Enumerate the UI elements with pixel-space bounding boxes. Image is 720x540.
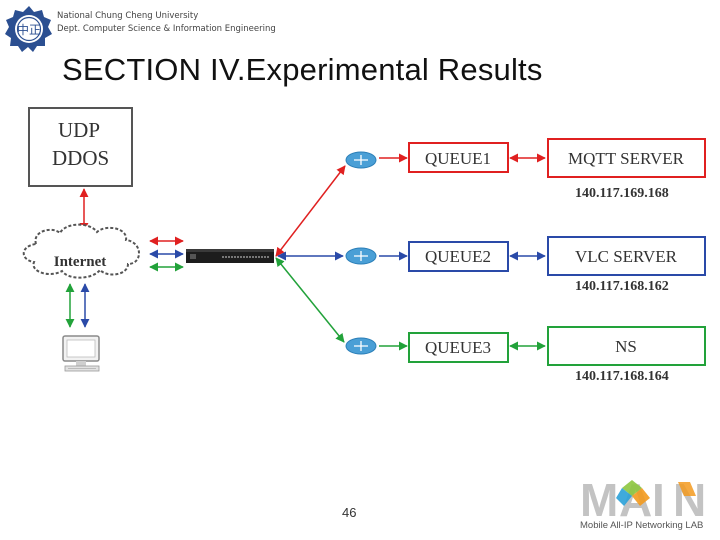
server1-label: MQTT SERVER: [568, 149, 685, 168]
page-title: SECTION IV.Experimental Results: [62, 52, 543, 87]
network-switch-icon: [186, 249, 274, 263]
router3-icon: [345, 337, 377, 355]
server1-ip: 140.117.169.168: [575, 186, 669, 201]
university-emblem: 中正: [5, 6, 52, 52]
queue1-label: QUEUE1: [425, 149, 491, 168]
switch-router3-link: [275, 257, 345, 343]
queue3-box: [408, 332, 509, 363]
attacker-box: [28, 107, 133, 187]
server2-ip: 140.117.168.162: [575, 279, 669, 294]
page-number: 46: [342, 505, 357, 520]
internet-label: Internet: [54, 254, 107, 270]
server3-box: [547, 326, 706, 366]
attacker-line1: UDP: [58, 118, 100, 142]
queue2-box: [408, 241, 509, 272]
network-diagram: UDP DDOS Internet: [22, 107, 706, 384]
router1-icon: [345, 151, 377, 169]
server3-ip: 140.117.168.164: [575, 369, 669, 384]
router2-icon: [345, 247, 377, 265]
internet-cloud: Internet: [22, 223, 140, 279]
lab-subtitle: Mobile All-IP Networking LAB: [580, 520, 704, 531]
server1-box: [547, 138, 706, 178]
server2-box: [547, 236, 706, 276]
queue2-label: QUEUE2: [425, 247, 491, 266]
university-name: National Chung Cheng University: [57, 11, 199, 21]
logo-letter-m: M: [580, 476, 618, 520]
emblem-text: 中正: [17, 22, 41, 37]
header-text: National Chung Cheng University Dept. Co…: [57, 10, 276, 36]
client-computer-icon: [62, 335, 100, 372]
switch-router1-link: [275, 165, 346, 257]
queue3-label: QUEUE3: [425, 338, 491, 357]
logo-letter-i: I: [652, 476, 665, 520]
department-name: Dept. Computer Science & Information Eng…: [57, 24, 276, 34]
server2-label: VLC SERVER: [575, 247, 678, 266]
queue1-box: [408, 142, 509, 173]
attacker-line2: DDOS: [52, 146, 109, 170]
main-lab-logo: M A I N: [580, 476, 706, 520]
server3-label: NS: [615, 337, 637, 356]
